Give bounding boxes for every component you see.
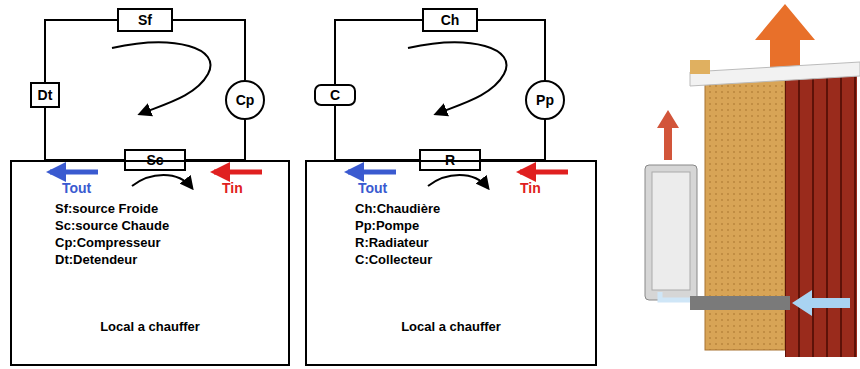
legend-line: Ch:Chaudière bbox=[355, 201, 440, 216]
temperature-label: Tin bbox=[222, 180, 243, 196]
pipe-line bbox=[45, 108, 124, 160]
legend-line: Sf:source Froide bbox=[55, 201, 158, 216]
component-label: Sf bbox=[138, 12, 152, 28]
legend-line: Dt:Detendeur bbox=[55, 252, 137, 267]
room-box: Local a chauffer bbox=[305, 160, 597, 366]
component-label: Pp bbox=[536, 92, 554, 108]
temperature-label: Tout bbox=[358, 180, 387, 196]
cold-source-box: Sf bbox=[117, 8, 173, 32]
component-label: Cp bbox=[236, 92, 255, 108]
component-label: Dt bbox=[38, 87, 53, 103]
collector-box: C bbox=[314, 84, 356, 106]
room-label: Local a chauffer bbox=[401, 319, 501, 334]
component-label: Ch bbox=[441, 12, 460, 28]
expander-box: Dt bbox=[30, 82, 60, 108]
legend-line: Sc:source Chaude bbox=[55, 218, 169, 233]
temperature-label: Tin bbox=[520, 180, 541, 196]
pipe-line bbox=[478, 20, 545, 80]
wall-radiator-picture bbox=[645, 4, 860, 357]
compressor-circle: Cp bbox=[225, 80, 265, 120]
room-box: Local a chauffer bbox=[10, 160, 290, 366]
component-label: C bbox=[330, 87, 340, 103]
flow-arrows bbox=[50, 42, 568, 188]
pipe-line bbox=[173, 20, 245, 80]
room-label: Local a chauffer bbox=[100, 319, 200, 334]
pipe-line bbox=[186, 120, 245, 160]
pipe-line bbox=[335, 20, 422, 84]
legend-line: R:Radiateur bbox=[355, 235, 429, 250]
legend-line: Pp:Pompe bbox=[355, 218, 419, 233]
temperature-label: Tout bbox=[62, 180, 91, 196]
boiler-box: Ch bbox=[422, 8, 478, 32]
legend-line: Cp:Compresseur bbox=[55, 235, 160, 250]
legend-line: C:Collecteur bbox=[355, 252, 432, 267]
pump-circle: Pp bbox=[525, 80, 565, 120]
pipe-line bbox=[335, 106, 419, 160]
pipe-line bbox=[481, 120, 545, 160]
pipe-line bbox=[45, 20, 117, 82]
